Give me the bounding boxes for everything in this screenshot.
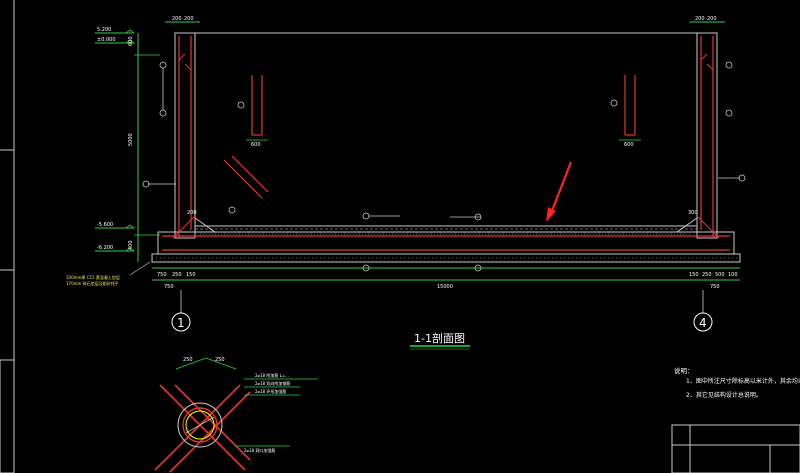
dim-top-right-a: 200 — [695, 16, 705, 22]
notes-item-1: 1、图中所注尺寸除标高以米计外，其余均以毫米计。 — [686, 377, 800, 385]
dim-wall-top: 600 — [128, 36, 134, 46]
detail-leader-2: 2⌀18 双向附加钢筋 — [255, 380, 290, 386]
highlight-arrow — [546, 161, 573, 222]
leader-base-2: 170mm 碎石垫层及粗砂找平 — [66, 280, 119, 286]
dim-bl-b: 250 — [172, 272, 182, 278]
detail-dim-b: 250 — [215, 357, 225, 363]
dim-top-left-b: 200 — [184, 16, 194, 22]
section-title: 1-1剖面图 — [410, 331, 470, 350]
dim-br-b: 250 — [702, 272, 712, 278]
dim-height: 5000 — [128, 133, 134, 146]
hook-dims: 600 600 200 300 — [187, 139, 698, 216]
level-top-1: 5.200 — [97, 27, 111, 33]
notes-block: 说明： 1、图中所注尺寸除标高以米计外，其余均以毫米计。 2、其它见结构设计总说… — [674, 366, 800, 399]
detail-leader-3: 2⌀18 环形加强筋 — [255, 388, 286, 394]
dim-slab: 400 — [128, 240, 134, 250]
dim-haunch-right: 300 — [688, 210, 698, 216]
dim-br-c: 500 — [715, 272, 725, 278]
dim-span-left: 750 — [164, 284, 174, 290]
level-bottom-2: -6.200 — [97, 245, 113, 251]
bottom-dimensions: 750 250 150 150 250 500 100 750 15000 75… — [152, 267, 740, 290]
detail-dim-a: 250 — [183, 357, 193, 363]
dim-top-left-a: 200 — [172, 16, 182, 22]
dim-span-right: 750 — [710, 284, 720, 290]
axis-bubble-4 — [693, 312, 713, 332]
axis-markers: 1 4 — [171, 290, 713, 332]
dim-bl-a: 750 — [157, 272, 167, 278]
notes-item-2: 2、其它见结构设计总说明。 — [686, 391, 762, 399]
title-block — [671, 424, 800, 473]
axis-label-4: 4 — [699, 316, 707, 330]
dim-top-right-b: 200 — [707, 16, 717, 22]
left-wall — [174, 32, 196, 239]
dim-beam-right: 600 — [624, 142, 634, 148]
rebar-callouts — [142, 61, 746, 272]
base-slab — [157, 231, 735, 255]
embedded-hooks — [223, 75, 636, 199]
dim-br-a: 150 — [689, 272, 699, 278]
tank-section — [151, 32, 741, 263]
leader-base-1: 100mm厚 C15 素混凝土垫层 — [66, 274, 120, 280]
dim-haunch-left: 200 — [187, 210, 197, 216]
opening-detail: 250 250 2⌀18 附加筋 L=... 2⌀18 双向附加钢筋 2⌀18 … — [154, 357, 318, 473]
axis-bubble-1 — [171, 312, 191, 332]
section-title-text: 1-1剖面图 — [414, 331, 465, 345]
level-bottom-1: -5.600 — [97, 222, 113, 228]
frame-left-block — [0, 359, 15, 473]
vertical-dimension: 600 5000 400 — [128, 33, 160, 262]
detail-leader-1: 2⌀18 附加筋 L=... — [255, 372, 289, 378]
dim-beam-left: 600 — [251, 142, 261, 148]
detail-leader-bottom: 2⌀18 洞口加强筋 — [244, 447, 275, 453]
level-markers: 5.200 ±0.000 -5.600 -6.200 — [95, 27, 136, 252]
foundation-leader: 100mm厚 C15 素混凝土垫层 170mm 碎石垫层及粗砂找平 — [66, 261, 151, 286]
notes-heading: 说明： — [674, 366, 694, 375]
level-top-2: ±0.000 — [97, 37, 116, 43]
right-wall — [696, 32, 718, 239]
dim-bl-c: 150 — [186, 272, 196, 278]
axis-label-1: 1 — [177, 316, 185, 330]
dim-overall: 15000 — [437, 284, 453, 290]
top-dimensions: 200 200 200 200 — [165, 16, 725, 23]
dim-br-d: 100 — [728, 272, 738, 278]
